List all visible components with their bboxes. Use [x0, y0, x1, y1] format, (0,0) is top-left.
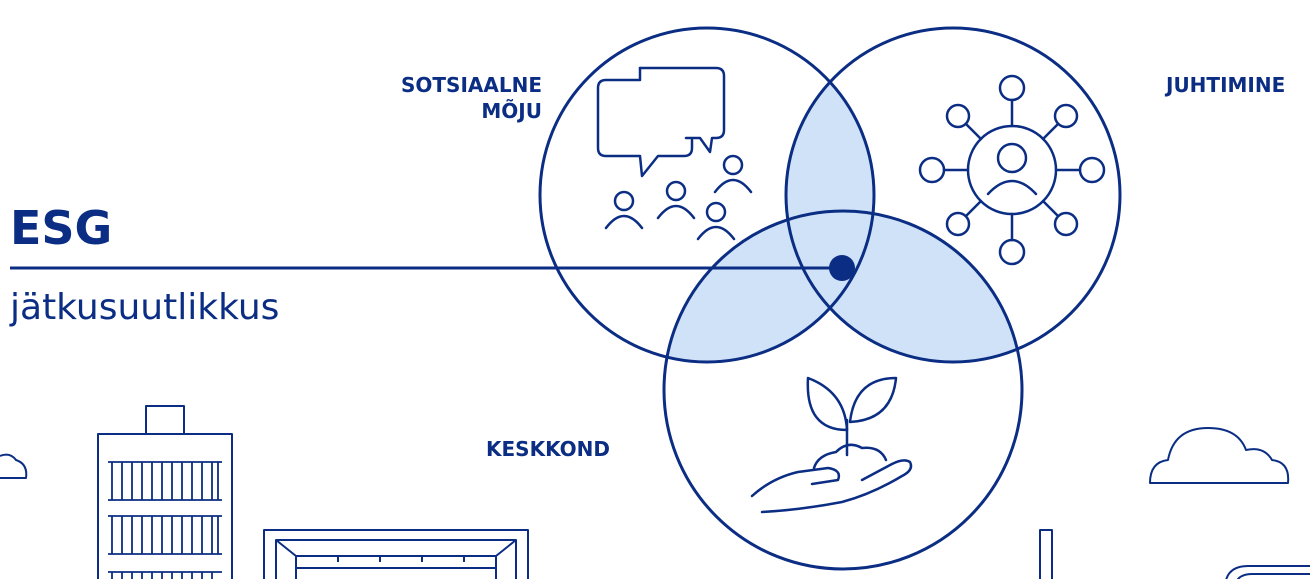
social-circle: [538, 26, 876, 364]
venn-overlaps: [664, 28, 1022, 362]
chat-and-people-icon: [596, 66, 753, 241]
governance-label: JUHTIMINE: [1166, 73, 1286, 97]
environment-label: KESKKOND: [486, 437, 611, 461]
network-person-icon: [918, 74, 1106, 266]
factory-icon: [263, 529, 529, 579]
page-subtitle: jätkusuutlikkus: [10, 287, 280, 328]
social-label-line1: SOTSIAALNE: [401, 73, 542, 97]
chimney-icon: [1039, 529, 1053, 579]
governance-circle: [784, 26, 1122, 364]
page-title: ESG: [10, 201, 113, 255]
office-building-icon: [97, 405, 233, 579]
environment-circle: [662, 209, 1024, 571]
plant-in-hand-icon: [750, 376, 913, 514]
cloud-icon: [0, 453, 28, 479]
social-label: SOTSIAALNE MÕJU: [358, 72, 542, 124]
social-label-line2: MÕJU: [481, 99, 542, 123]
bus-icon: [1225, 565, 1310, 579]
center-dot: [829, 255, 855, 281]
cloud-icon: [1149, 427, 1290, 484]
